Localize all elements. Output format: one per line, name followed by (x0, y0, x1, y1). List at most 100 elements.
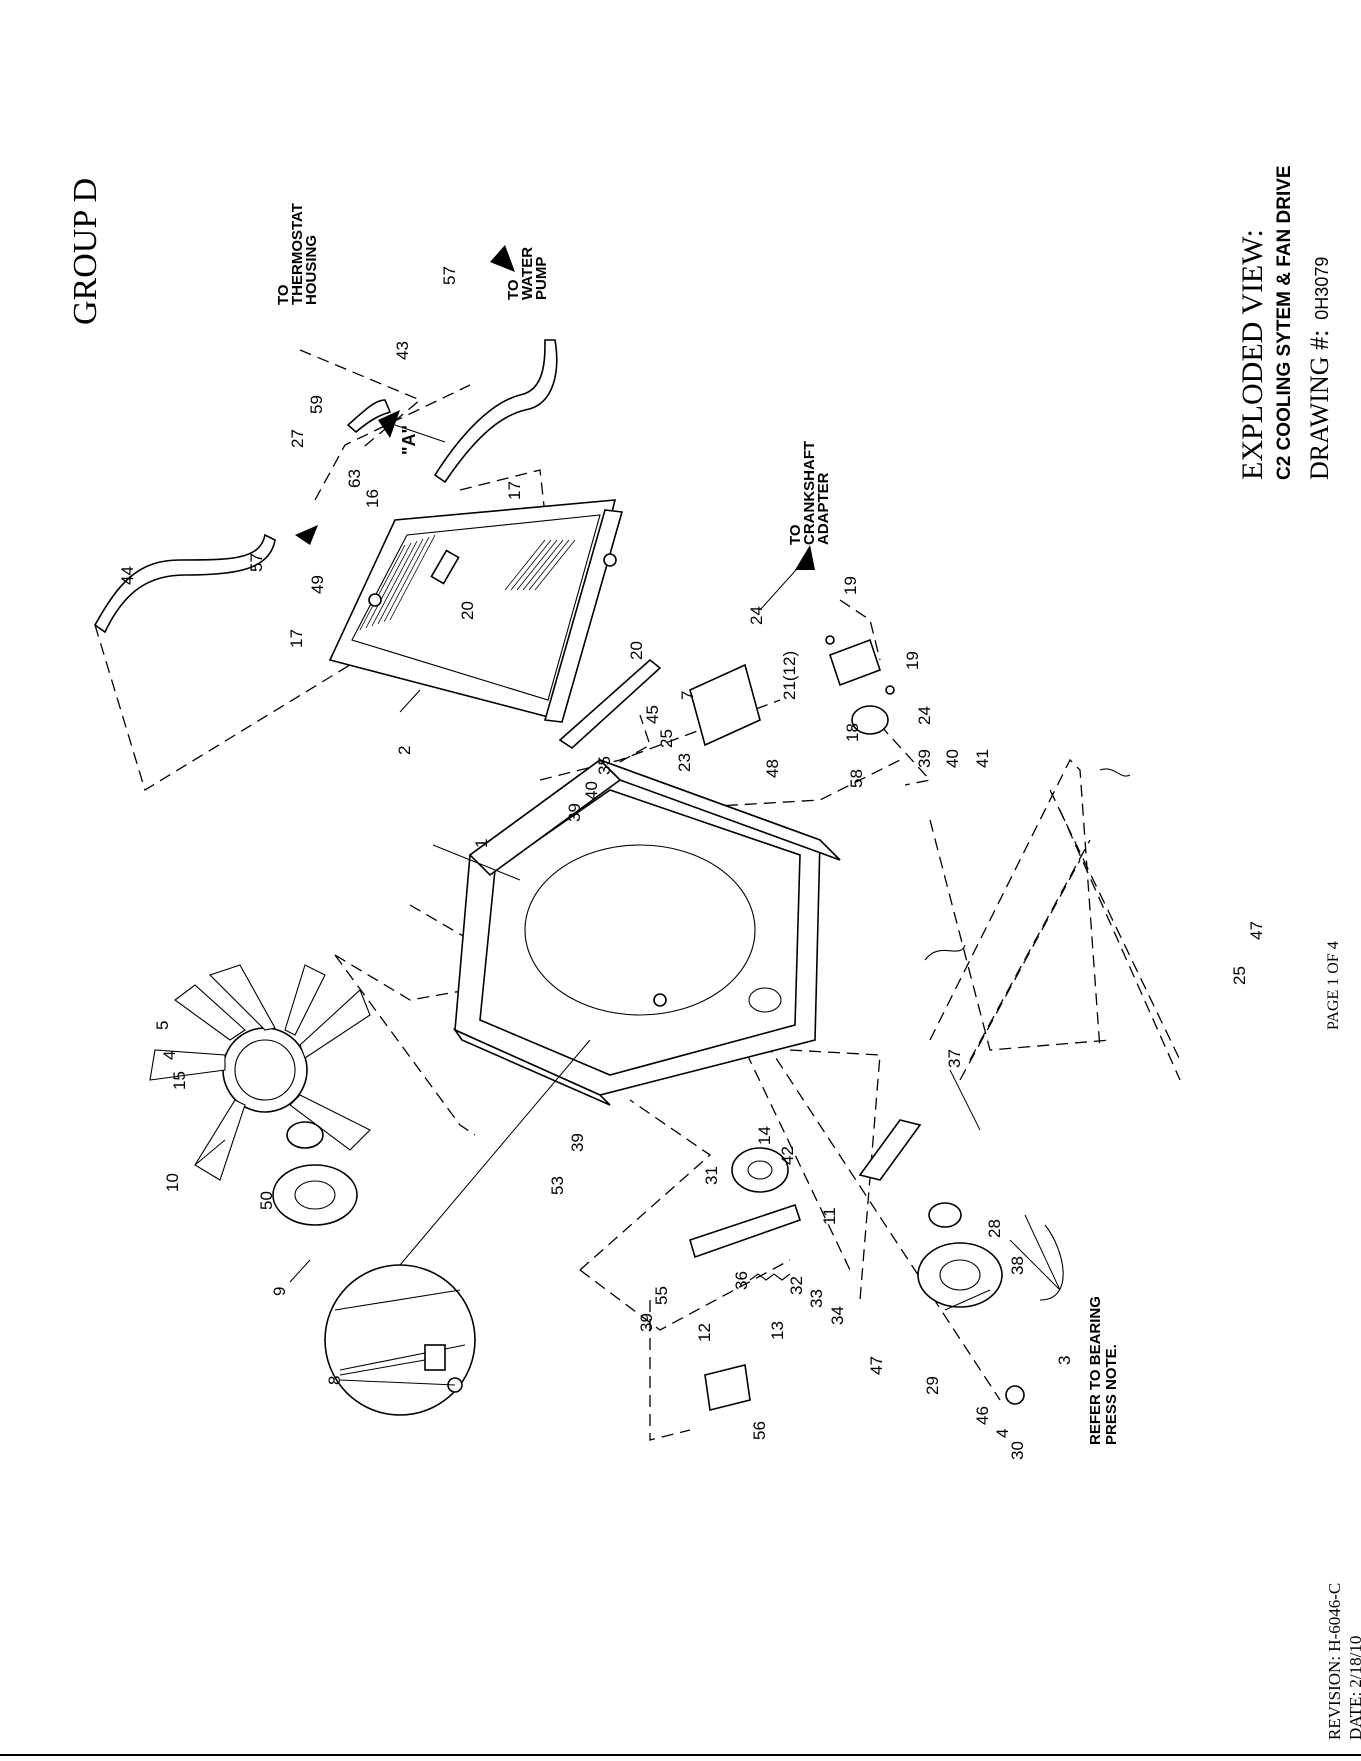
callout-14: 14 (755, 1126, 774, 1145)
callout-45: 45 (643, 705, 662, 724)
callout-28: 28 (985, 1219, 1004, 1238)
callout-41: 41 (973, 749, 992, 768)
callout-31: 31 (702, 1166, 721, 1185)
shroud-frame (452, 758, 841, 1106)
callout-1: 1 (472, 839, 491, 848)
callout-47: 47 (1247, 921, 1266, 940)
callout-18: 18 (843, 723, 862, 742)
callout-20: 20 (627, 641, 646, 660)
callout-23: 23 (675, 753, 694, 772)
callout-58: 58 (847, 769, 866, 788)
callout-24: 24 (915, 706, 934, 725)
drawing-number: 0H3079 (1312, 257, 1332, 320)
callout-36: 36 (732, 1271, 751, 1290)
callout-4: 4 (993, 1429, 1012, 1438)
leader-lines (194, 689, 1061, 1386)
rotated-text: GROUP D EXPLODED VIEW: C2 COOLING SYTEM … (67, 165, 1361, 1740)
view-a-label: "A" (399, 425, 419, 455)
callout-17: 17 (505, 481, 524, 500)
note-bearing: REFER TO BEARING (1087, 1296, 1104, 1445)
arrow-to-crankshaft (795, 545, 815, 570)
callout-24: 24 (747, 606, 766, 625)
callout-16: 16 (363, 489, 382, 508)
callout-3: 3 (1055, 1356, 1074, 1365)
callout-27: 27 (288, 429, 307, 448)
frame-rails (924, 758, 1181, 1081)
title-subtitle: C2 COOLING SYTEM & FAN DRIVE (1274, 165, 1295, 480)
callout-19: 19 (841, 576, 860, 595)
hoses (93, 339, 558, 634)
drawing-number-line: DRAWING #: 0H3079 (1305, 257, 1334, 480)
callout-59: 59 (307, 395, 326, 414)
callout-42: 42 (778, 1146, 797, 1165)
callout-39: 39 (637, 1313, 656, 1332)
callout-57: 57 (440, 266, 459, 285)
callout-40: 40 (582, 781, 601, 800)
group-heading: GROUP D (67, 178, 104, 325)
callout-48: 48 (763, 759, 782, 778)
callout-7: 7 (678, 691, 697, 700)
callout-19: 19 (903, 651, 922, 670)
note-water-pump: WATER (519, 247, 536, 300)
callout-40: 40 (943, 749, 962, 768)
callout-35: 35 (595, 756, 614, 775)
callout-21-12: 21(12) (780, 651, 799, 700)
idler-assembly (689, 1119, 1064, 1411)
note-water-pump: PUMP (533, 257, 550, 300)
callout-20: 20 (458, 601, 477, 620)
callout-56: 56 (750, 1421, 769, 1440)
callout-47: 47 (867, 1356, 886, 1375)
note-thermostat: HOUSING (303, 235, 320, 305)
callout-39: 39 (568, 1133, 587, 1152)
callout-34: 34 (828, 1306, 847, 1325)
note-thermostat: THERMOSTAT (289, 203, 306, 305)
callout-49: 49 (308, 575, 327, 594)
note-thermostat: TO (275, 284, 292, 305)
callout-8: 8 (325, 1376, 344, 1385)
arrow-view-a (378, 410, 400, 438)
callout-37: 37 (945, 1049, 964, 1068)
callout-4: 4 (160, 1051, 179, 1060)
flow-arrows (295, 245, 815, 611)
callout-5: 5 (153, 1021, 172, 1030)
callout-25: 25 (657, 729, 676, 748)
callout-9: 9 (270, 1287, 289, 1296)
note-bearing: PRESS NOTE. (1103, 1344, 1120, 1445)
callout-15: 15 (170, 1071, 189, 1090)
callout-63: 63 (345, 469, 364, 488)
callout-12: 12 (695, 1323, 714, 1342)
callout-30: 30 (1008, 1441, 1027, 1460)
page-indicator: PAGE 1 OF 4 (1325, 941, 1342, 1030)
callout-11: 11 (820, 1207, 839, 1225)
note-crankshaft: TO (787, 524, 804, 545)
callout-29: 29 (923, 1376, 942, 1395)
arrow-to-thermostat (295, 525, 318, 545)
callout-43: 43 (393, 341, 412, 360)
note-water-pump: TO (505, 279, 522, 300)
callout-32: 32 (787, 1276, 806, 1295)
callout-33: 33 (807, 1289, 826, 1308)
fan-assembly (149, 964, 371, 1226)
callout-57: 57 (247, 553, 266, 572)
callout-39: 39 (565, 803, 584, 822)
callout-10: 10 (163, 1173, 182, 1192)
note-crankshaft: CRANKSHAFT (801, 441, 818, 545)
callout-50: 50 (257, 1191, 276, 1210)
title-view: EXPLODED VIEW: (1236, 229, 1269, 480)
tensioner-bracket (689, 635, 895, 747)
revision-text: REVISION: H-6046-C (1325, 1583, 1344, 1740)
callout-25: 25 (1230, 966, 1249, 985)
detail-circle (324, 1039, 591, 1416)
callout-53: 53 (548, 1176, 567, 1195)
callout-38: 38 (1008, 1256, 1027, 1275)
arrow-to-water-pump (490, 245, 515, 272)
callout-2: 2 (395, 746, 414, 755)
callout-39: 39 (915, 749, 934, 768)
note-crankshaft: ADAPTER (815, 472, 832, 545)
callout-44: 44 (118, 566, 137, 585)
callout-46: 46 (973, 1406, 992, 1425)
callout-13: 13 (768, 1321, 787, 1340)
date-text: DATE: 2/18/10 (1346, 1636, 1361, 1740)
